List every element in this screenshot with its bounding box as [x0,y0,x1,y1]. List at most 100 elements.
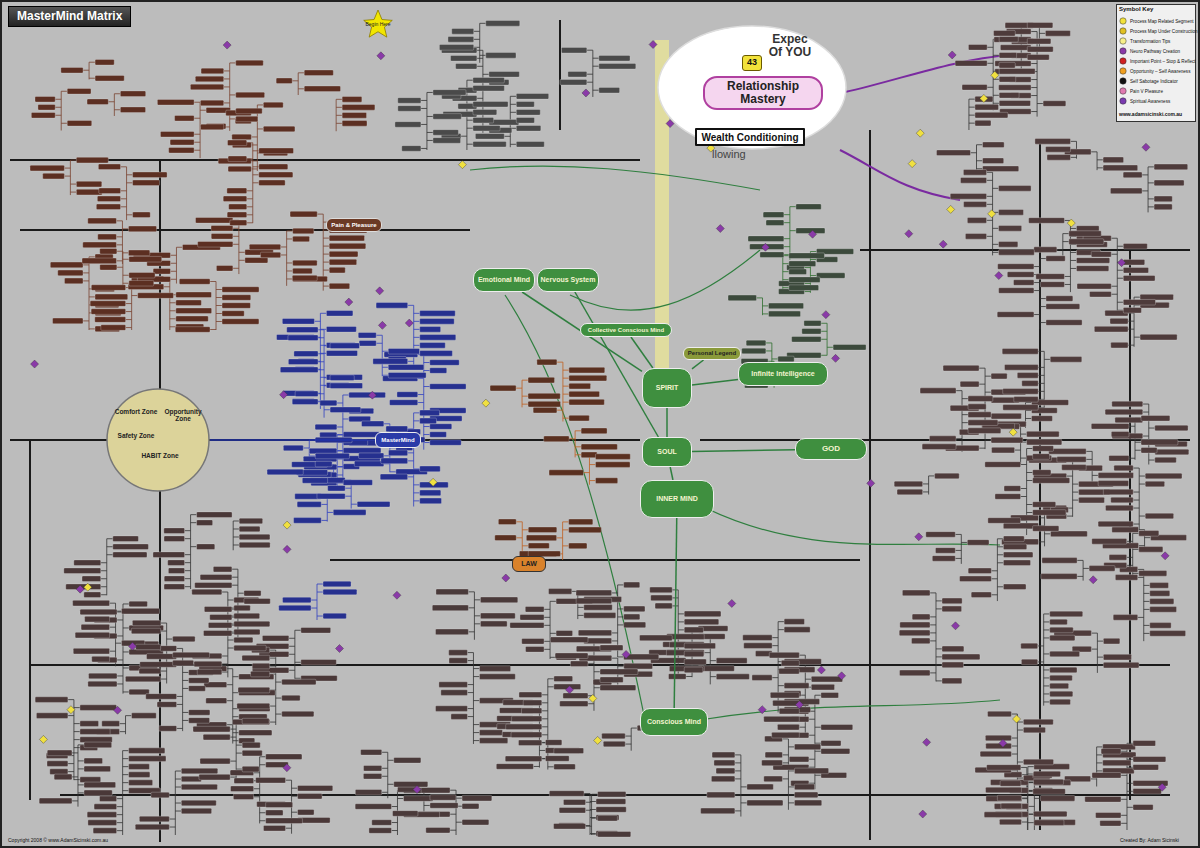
branch-line [1027,504,1033,505]
branch-line [1037,103,1043,104]
mini-box [902,590,930,596]
mini-box [189,710,210,716]
branch-line [510,112,516,113]
branch-line [323,270,329,271]
branch-line [587,50,593,51]
mini-box [1023,727,1045,733]
mini-box [430,424,452,430]
branch-line [170,279,176,280]
branch-line [276,682,282,683]
mini-box [176,308,212,314]
branch-line [804,291,810,292]
branch-line [289,638,295,639]
mini-box [84,742,112,748]
mini-box [1050,651,1080,657]
branch-line [778,685,784,686]
mini-box [153,268,170,274]
mini-box [997,312,1034,318]
branch-line [1039,259,1040,330]
branch-line [117,675,123,676]
mini-box [287,327,318,333]
mini-box [234,621,270,627]
mini-box [932,556,955,562]
mini-box [784,627,810,633]
mini-box [789,756,809,762]
branch-line [127,182,133,183]
mini-box [999,210,1024,216]
mini-box [967,540,989,546]
mini-box [342,97,362,103]
branch-line [216,313,222,314]
mini-box [900,670,930,676]
branch-line [593,58,599,59]
branch-line [987,196,993,197]
branch-line [985,392,991,393]
branch-line [321,504,327,505]
mini-box [624,582,640,588]
mini-box [397,392,418,398]
branch-line [480,23,486,24]
branch-line [185,530,191,531]
mini-box [1001,803,1022,809]
mini-box [1004,486,1021,492]
branch-line [810,251,816,252]
branch-line [116,244,122,245]
branch-line [1044,637,1050,638]
branch-line [479,23,480,62]
mini-box [146,694,177,700]
branch-line [337,426,343,427]
mini-box [203,630,231,636]
branch-line [70,160,76,161]
mini-box [1051,531,1088,537]
branch-line [270,650,276,651]
branch-line [936,648,942,649]
branch-line [1038,367,1044,368]
mini-box [239,526,260,532]
branch-line [969,99,975,100]
branch-line [311,600,317,601]
branch-line [778,629,784,630]
branch-line [216,321,222,322]
mini-box [98,234,117,240]
mini-box [234,637,253,643]
branch-line [815,751,821,752]
branch-line [979,368,985,369]
mini-box [1139,547,1163,553]
branch-line [121,190,127,191]
mini-box [173,660,194,666]
mini-box [420,343,446,349]
mini-box [170,139,194,145]
branch-line [1011,738,1017,739]
mini-box [98,164,120,170]
mini-box [1046,320,1082,326]
branch-line [1127,791,1133,792]
branch-line [89,78,95,79]
mini-box [1046,147,1071,153]
branch-line [382,792,388,793]
branch-line [1077,560,1083,561]
branch-line [169,827,175,828]
branch-line [618,666,624,667]
branch-line [230,94,236,95]
mini-box [164,576,184,582]
branch-line [237,569,238,637]
mini-box [222,303,250,309]
mini-box [1033,502,1056,508]
mini-box [179,279,210,285]
branch-line [788,739,789,810]
branch-line [544,625,550,626]
mini-box [1154,196,1172,202]
mini-box [576,590,612,596]
branch-line [176,247,182,248]
mini-box [213,566,232,572]
branch-line [522,380,528,381]
branch-line [286,828,292,829]
mini-box [120,107,145,113]
mini-box [1034,820,1064,826]
mini-box [1007,272,1034,278]
branch-line [114,94,115,116]
branch-line [473,700,479,701]
branch-line [253,150,259,151]
branch-line [233,692,239,693]
mini-box [1141,415,1170,421]
